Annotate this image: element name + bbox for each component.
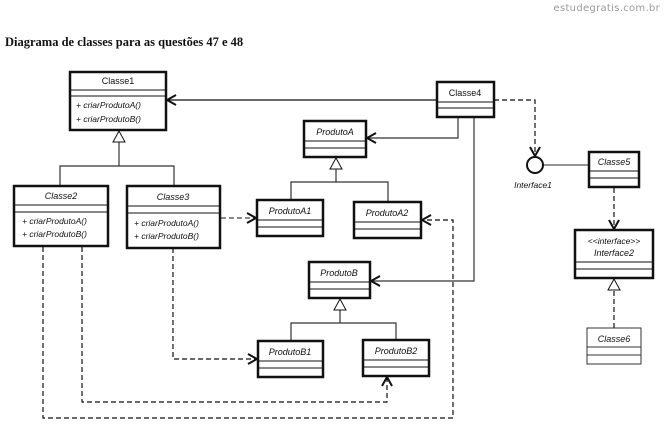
operation: + criarProdutoB() bbox=[22, 229, 87, 239]
class-name: ProdutoB bbox=[320, 268, 358, 278]
diagram-title: Diagrama de classes para as questões 47 … bbox=[5, 35, 244, 49]
class-name: Classe4 bbox=[449, 88, 482, 98]
class-produtoA1[interactable]: ProdutoA1 bbox=[255, 198, 325, 238]
class-name: ProdutoA2 bbox=[366, 208, 409, 218]
watermark: estudegratis.com.br bbox=[553, 3, 660, 14]
operation: + criarProdutoA() bbox=[134, 218, 199, 228]
dep-classe2-produtoB2 bbox=[81, 247, 387, 403]
class-produtoA[interactable]: ProdutoA bbox=[302, 119, 368, 159]
class-interface2[interactable]: <<interface>> Interface2 bbox=[573, 228, 655, 280]
class-name: ProdutoB2 bbox=[375, 346, 418, 356]
class-produtoB2[interactable]: ProdutoB2 bbox=[361, 338, 431, 378]
class-classe1[interactable]: Classe1 + criarProdutoA() + criarProduto… bbox=[68, 70, 168, 132]
class-name: Interface2 bbox=[594, 248, 634, 258]
class-name: ProdutoB1 bbox=[269, 347, 312, 357]
dep-classe3-produtoB1 bbox=[172, 248, 257, 359]
gen-produtoA-children bbox=[290, 181, 389, 202]
operation: + criarProdutoB() bbox=[134, 231, 199, 241]
class-classe2[interactable]: Classe2 + criarProdutoA() + criarProduto… bbox=[12, 184, 110, 248]
dep-classe2-produtoA2 bbox=[42, 220, 454, 419]
operation: + criarProdutoA() bbox=[76, 100, 141, 110]
class-classe5[interactable]: Classe5 bbox=[587, 150, 641, 189]
gen-classe2-classe1 bbox=[59, 165, 175, 186]
assoc-classe4-produtoB bbox=[371, 117, 475, 281]
class-name: ProdutoA bbox=[316, 127, 354, 137]
class-name: Classe6 bbox=[598, 334, 631, 344]
dep-classe4-interface1 bbox=[494, 99, 535, 156]
stereotype: <<interface>> bbox=[588, 236, 640, 246]
class-name: Classe3 bbox=[157, 192, 190, 202]
assoc-classe4-produtoA bbox=[367, 117, 459, 138]
class-produtoB[interactable]: ProdutoB bbox=[307, 260, 372, 300]
class-name: Classe2 bbox=[45, 191, 78, 201]
class-name: ProdutoA1 bbox=[269, 206, 312, 216]
interface1-label: Interface1 bbox=[514, 180, 552, 190]
gen-produtoB-children bbox=[290, 322, 397, 341]
class-produtoB1[interactable]: ProdutoB1 bbox=[256, 339, 325, 379]
class-classe4[interactable]: Classe4 bbox=[435, 80, 496, 119]
interface1-lollipop-icon bbox=[526, 156, 544, 174]
class-classe6[interactable]: Classe6 bbox=[586, 327, 642, 365]
operation: + criarProdutoB() bbox=[76, 114, 141, 124]
class-produtoA2[interactable]: ProdutoA2 bbox=[352, 200, 423, 240]
class-classe3[interactable]: Classe3 + criarProdutoA() + criarProduto… bbox=[125, 184, 222, 250]
class-name: Classe5 bbox=[598, 157, 632, 167]
operation: + criarProdutoA() bbox=[22, 216, 87, 226]
class-name: Classe1 bbox=[102, 76, 135, 86]
